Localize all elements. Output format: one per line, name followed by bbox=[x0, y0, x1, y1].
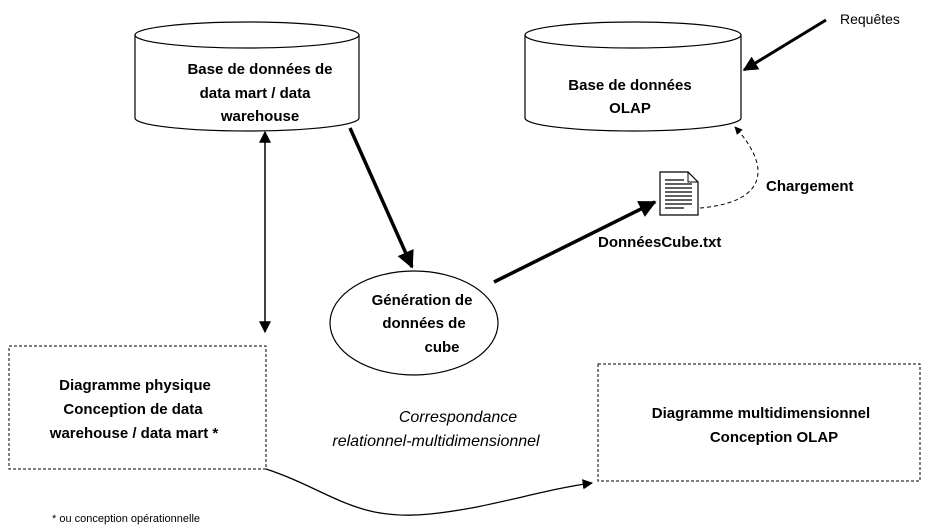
datamart-to-generation-arrow bbox=[348, 127, 414, 269]
chargement-arrow bbox=[699, 126, 759, 209]
mapping-label-line2: relationnel-multidimensionnel bbox=[332, 433, 540, 450]
footnote: * ou conception opérationnelle bbox=[52, 513, 200, 525]
text-file-icon bbox=[659, 171, 699, 216]
generation-label-line3: cube bbox=[424, 339, 459, 356]
multidim-label-line1: Diagramme multidimensionnel bbox=[652, 405, 870, 422]
file-name-label: DonnéesCube.txt bbox=[598, 234, 721, 251]
cube-generation-ellipse: Génération de données de cube bbox=[329, 270, 499, 376]
olap-db-label-line1: Base de données bbox=[568, 77, 691, 94]
generation-label-line1: Génération de bbox=[372, 292, 473, 309]
datamart-db-label-line2: data mart / data bbox=[200, 85, 312, 102]
multidim-label-line2: Conception OLAP bbox=[710, 429, 838, 446]
generation-to-file-arrow bbox=[493, 200, 657, 284]
requetes-arrow bbox=[742, 18, 827, 72]
datamart-db-label-line3: warehouse bbox=[220, 108, 299, 125]
physical-label-line1: Diagramme physique bbox=[59, 377, 211, 394]
olap-database-cylinder: Base de données OLAP bbox=[524, 21, 742, 132]
mapping-label-line1: Correspondance bbox=[399, 409, 517, 426]
multidimensional-diagram-box: Diagramme multidimensionnel Conception O… bbox=[597, 363, 921, 482]
olap-db-label-line2: OLAP bbox=[609, 100, 651, 117]
chargement-label: Chargement bbox=[766, 178, 854, 195]
physical-label-line2: Conception de data bbox=[63, 401, 203, 418]
mapping-arrow bbox=[265, 468, 594, 516]
physical-diagram-box: Diagramme physique Conception de data wa… bbox=[8, 345, 267, 470]
physical-label-line3: warehouse / data mart * bbox=[49, 425, 219, 442]
generation-label-line2: données de bbox=[382, 315, 465, 332]
datamart-db-label-line1: Base de données de bbox=[187, 61, 332, 78]
datamart-database-cylinder: Base de données de data mart / data ware… bbox=[134, 21, 360, 132]
requetes-label: Requêtes bbox=[840, 11, 900, 27]
